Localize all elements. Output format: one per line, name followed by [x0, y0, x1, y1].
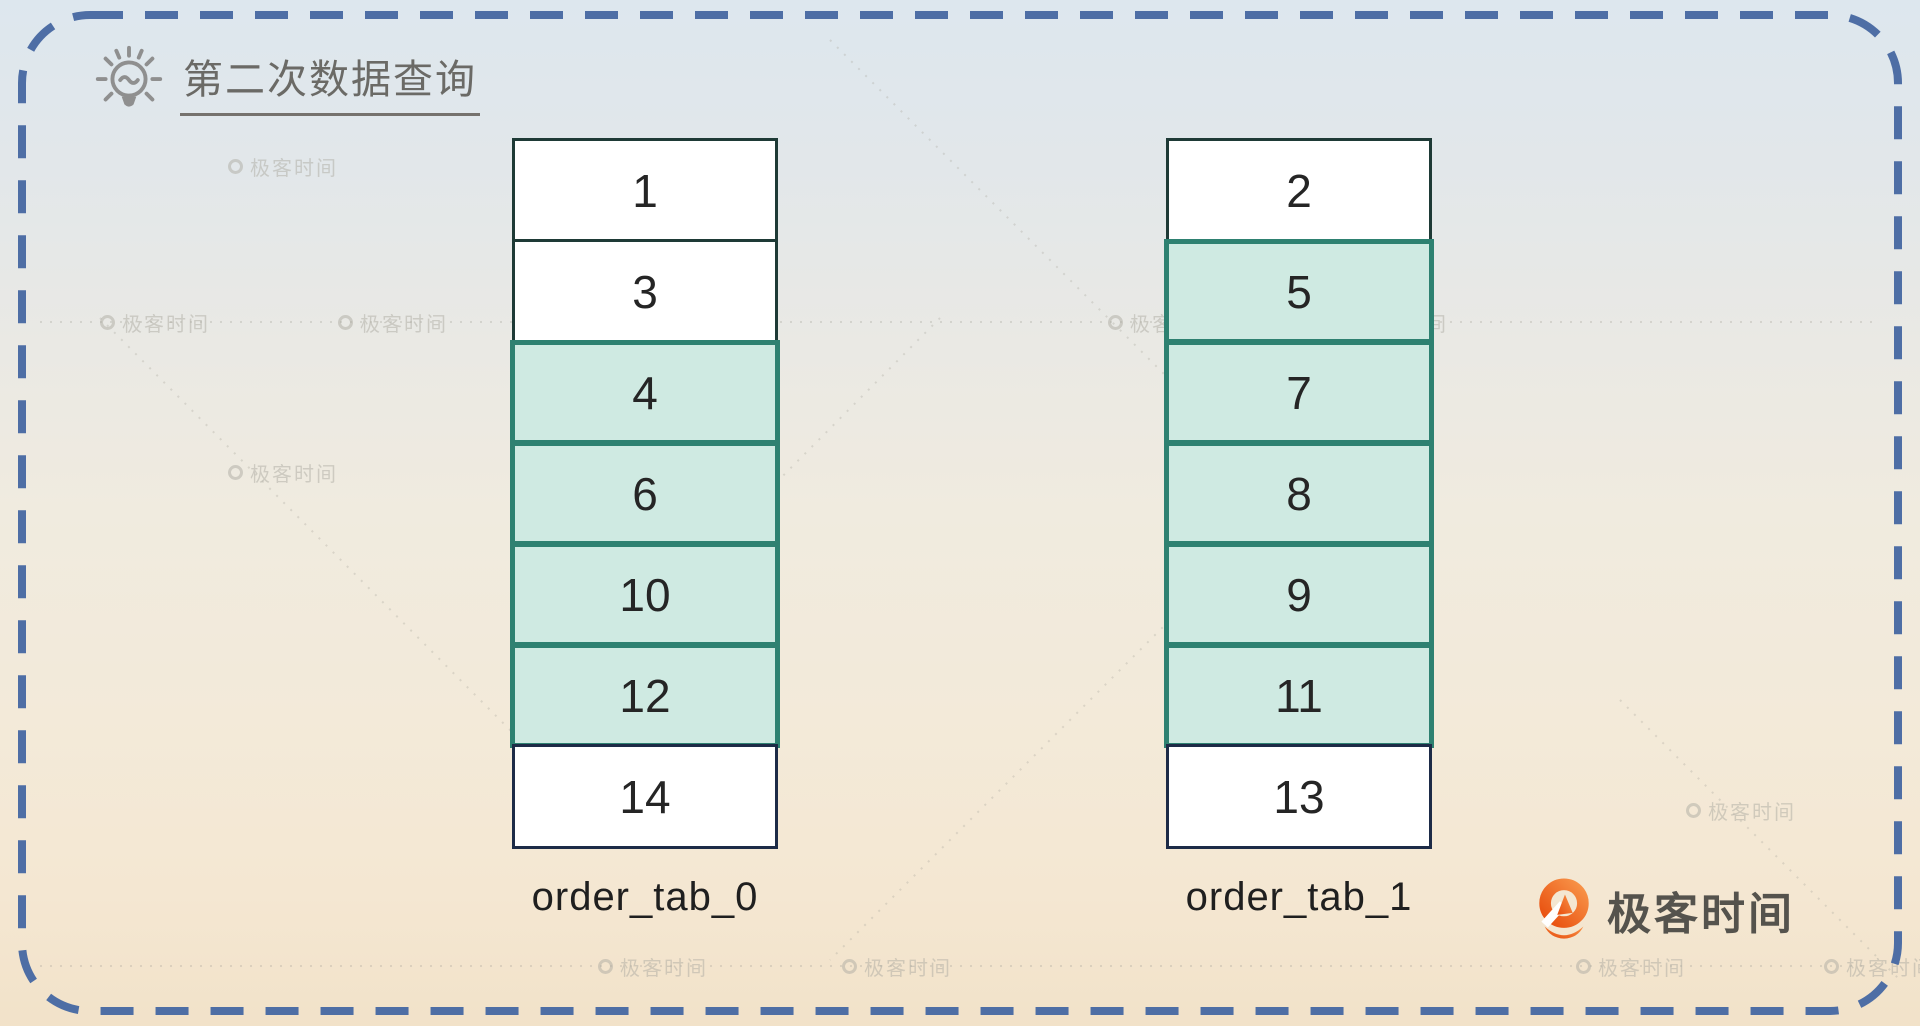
watermark-logo-icon	[842, 959, 857, 974]
watermark: 极客时间	[1686, 796, 1796, 825]
watermark-text: 极客时间	[864, 958, 952, 980]
watermark: 极客时间	[100, 308, 210, 337]
table-cell-highlighted: 7	[1164, 340, 1434, 445]
watermark-text: 极客时间	[250, 464, 338, 486]
watermark-text: 极客时间	[360, 314, 448, 336]
watermark-text: 极客时间	[1846, 958, 1920, 980]
watermark-text: 极客时间	[1708, 802, 1796, 824]
watermark-logo-icon	[1824, 959, 1839, 974]
watermark-logo-icon	[100, 315, 115, 330]
table-cell-highlighted: 12	[510, 643, 780, 748]
table-cell: 2	[1166, 138, 1432, 243]
geektime-logo-icon	[1539, 878, 1589, 939]
watermark-logo-icon	[228, 465, 243, 480]
table-label: order_tab_1	[1185, 875, 1413, 919]
table-cell-highlighted: 6	[510, 441, 780, 546]
table-cell: 3	[512, 239, 778, 344]
table-cell: 1	[512, 138, 778, 243]
watermark-text: 极客时间	[620, 958, 708, 980]
brand-logo: 极客时间	[1533, 876, 1795, 944]
watermark-logo-icon	[1576, 959, 1591, 974]
table-cell-highlighted: 8	[1164, 441, 1434, 546]
table-cell-highlighted: 9	[1164, 542, 1434, 647]
watermark: 极客时间	[228, 152, 338, 181]
watermark-logo-icon	[598, 959, 613, 974]
watermark-logo-icon	[1108, 315, 1123, 330]
watermark: 极客时间	[1824, 952, 1920, 981]
watermark: 极客时间	[228, 458, 338, 487]
watermark: 极客时间	[338, 308, 448, 337]
table-cell-highlighted: 11	[1164, 643, 1434, 748]
watermark: 极客时间	[842, 952, 952, 981]
watermark: 极客时间	[598, 952, 708, 981]
watermark-text: 极客时间	[122, 314, 210, 336]
table-cell-highlighted: 4	[510, 340, 780, 445]
brand-name: 极客时间	[1607, 890, 1795, 939]
watermark-logo-icon	[228, 159, 243, 174]
table-label: order_tab_0	[531, 875, 759, 919]
table-cell: 14	[512, 744, 778, 849]
title-row: 第二次数据查询	[90, 40, 480, 122]
lightbulb-icon	[95, 45, 163, 107]
watermark-text: 极客时间	[1598, 958, 1686, 980]
page-title: 第二次数据查询	[180, 47, 480, 116]
table-cell: 13	[1166, 744, 1432, 849]
table-cell-highlighted: 5	[1164, 239, 1434, 344]
watermark-logo-icon	[1686, 803, 1701, 818]
watermark: 极客时间	[1576, 952, 1686, 981]
watermark-text: 极客时间	[250, 158, 338, 180]
watermark-logo-icon	[338, 315, 353, 330]
table-cell-highlighted: 10	[510, 542, 780, 647]
